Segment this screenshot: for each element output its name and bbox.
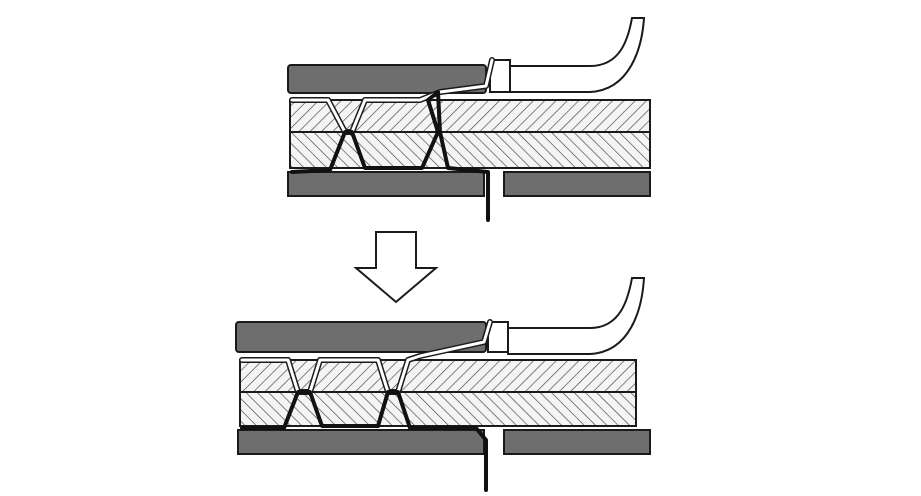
lower-plate-left-top [287, 171, 485, 197]
dark-thread-top [290, 90, 490, 222]
down-arrow [353, 231, 439, 304]
panel-after [235, 277, 651, 492]
lower-plate-left-bottom [237, 429, 485, 455]
fabric-layer-lower-top [289, 131, 651, 169]
panel-before [287, 17, 651, 222]
dark-thread-bottom [240, 390, 488, 492]
needle-arm-bottom [507, 277, 646, 355]
fabric-layer-lower-bottom [239, 391, 637, 427]
lower-plate-right-top [503, 171, 651, 197]
lower-plate-right-bottom [503, 429, 651, 455]
needle-arm-top [509, 17, 646, 93]
